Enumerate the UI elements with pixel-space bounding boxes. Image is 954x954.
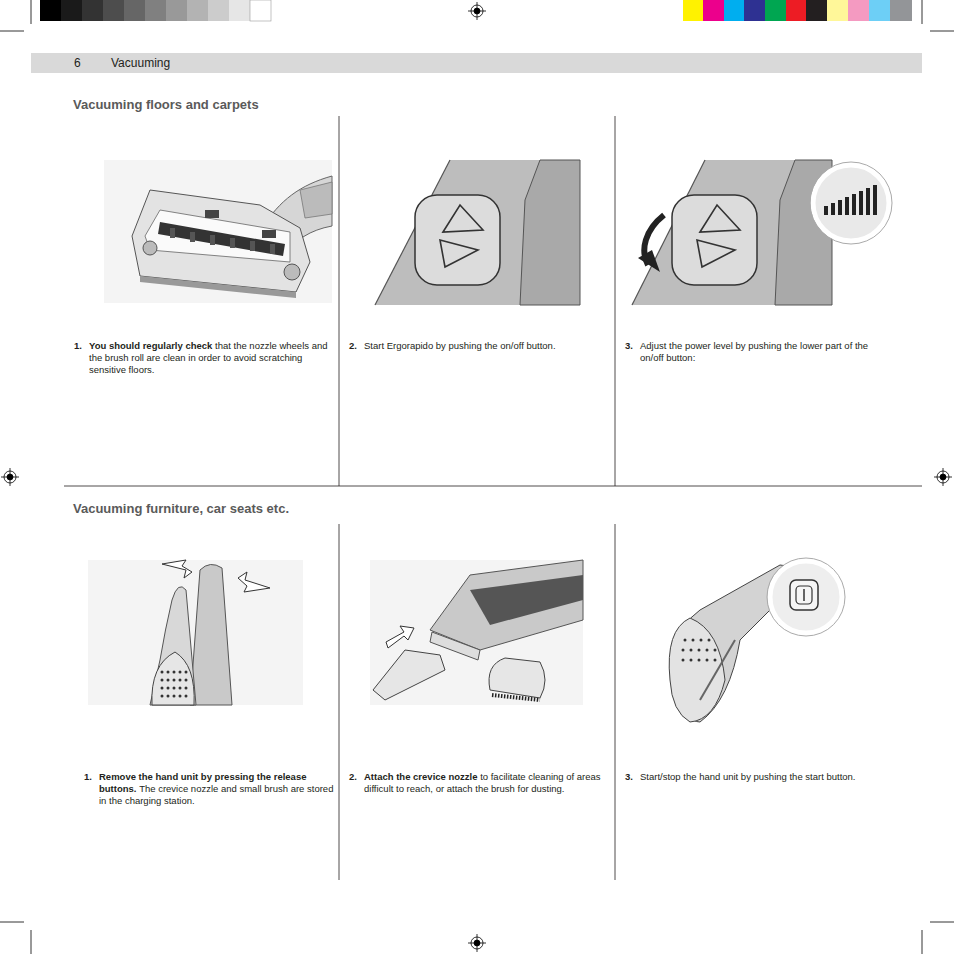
step-number: 1.: [74, 340, 82, 352]
power-level-illustration: [632, 160, 892, 305]
step-number: 3.: [625, 771, 633, 783]
section-heading: Vacuuming floors and carpets: [73, 97, 259, 112]
panel-dividers: [64, 116, 922, 880]
crevice-nozzle-illustration: [370, 560, 583, 705]
button-illustration: [375, 160, 580, 305]
step-text: You should regularly checkthat the nozzl…: [89, 340, 334, 376]
step-text: Remove the hand unit by pressing the rel…: [99, 771, 334, 807]
header-band: 6 Vacuuming: [31, 53, 922, 73]
step-number: 1.: [84, 771, 92, 783]
step-number: 2.: [349, 771, 357, 783]
step-emphasis: You should regularly check: [89, 340, 212, 351]
section-name: Vacuuming: [111, 56, 170, 70]
color-bar: [683, 0, 912, 21]
step-text: Attach the crevice nozzleto facilitate c…: [364, 771, 604, 795]
section-heading: Vacuuming furniture, car seats etc.: [73, 501, 289, 516]
release-illustration: [88, 560, 303, 705]
nozzle-illustration: [104, 160, 332, 303]
step-body: Start Ergorapido by pushing the on/off b…: [364, 340, 556, 351]
step-text: Start Ergorapido by pushing the on/off b…: [364, 340, 604, 352]
step-number: 2.: [349, 340, 357, 352]
step-text: Start/stop the hand unit by pushing the …: [640, 771, 865, 783]
hand-unit-illustration: [669, 558, 845, 722]
gray-bar: [40, 0, 271, 21]
step-emphasis: Attach the crevice nozzle: [364, 771, 478, 782]
step-text: Adjust the power level by pushing the lo…: [640, 340, 890, 364]
step-body: Adjust the power level by pushing the lo…: [640, 340, 868, 363]
page-number: 6: [74, 56, 81, 70]
step-number: 3.: [625, 340, 633, 352]
step-body: Start/stop the hand unit by pushing the …: [640, 771, 855, 782]
